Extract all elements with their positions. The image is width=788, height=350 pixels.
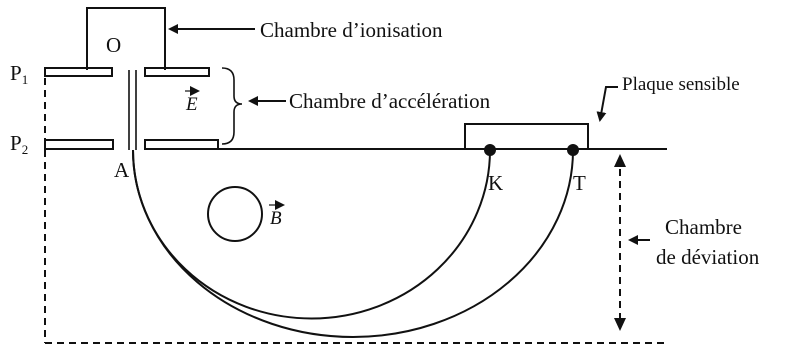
plate-p2-left: [44, 139, 114, 150]
plate-p2-right: [144, 139, 219, 150]
label-field-e: E: [185, 94, 198, 115]
ionisation-chamber: [86, 7, 166, 70]
label-acceleration-chamber: Chambre d’accélération: [289, 89, 491, 113]
plate-p1-right: [144, 67, 210, 77]
trajectory-to-k: [132, 149, 491, 320]
trajectory-to-t: [132, 149, 574, 338]
label-ionisation-chamber: Chambre d’ionisation: [260, 18, 443, 42]
label-plaque-sensible: Plaque sensible: [622, 74, 740, 95]
label-field-b: B: [270, 208, 282, 229]
label-point-k: K: [488, 171, 503, 195]
label-deviation-line2: de déviation: [656, 245, 760, 269]
plate-p1-left: [44, 67, 113, 77]
height-arrow-bottom-head: [614, 318, 626, 331]
label-point-a: A: [114, 158, 130, 182]
height-arrow-top-head: [614, 154, 626, 167]
label-point-o: O: [106, 33, 121, 57]
plaque-pointer-arrow: [596, 86, 618, 122]
label-deviation-line1: Chambre: [665, 215, 742, 239]
acceleration-brace: [221, 67, 243, 145]
label-plate-p1: P1: [10, 61, 28, 87]
label-point-t: T: [573, 171, 586, 195]
impact-point-k: [484, 144, 496, 156]
label-plate-p2: P2: [10, 131, 28, 157]
magnetic-field-circle: [207, 186, 263, 242]
sensitive-plate: [464, 123, 589, 149]
impact-point-t: [567, 144, 579, 156]
